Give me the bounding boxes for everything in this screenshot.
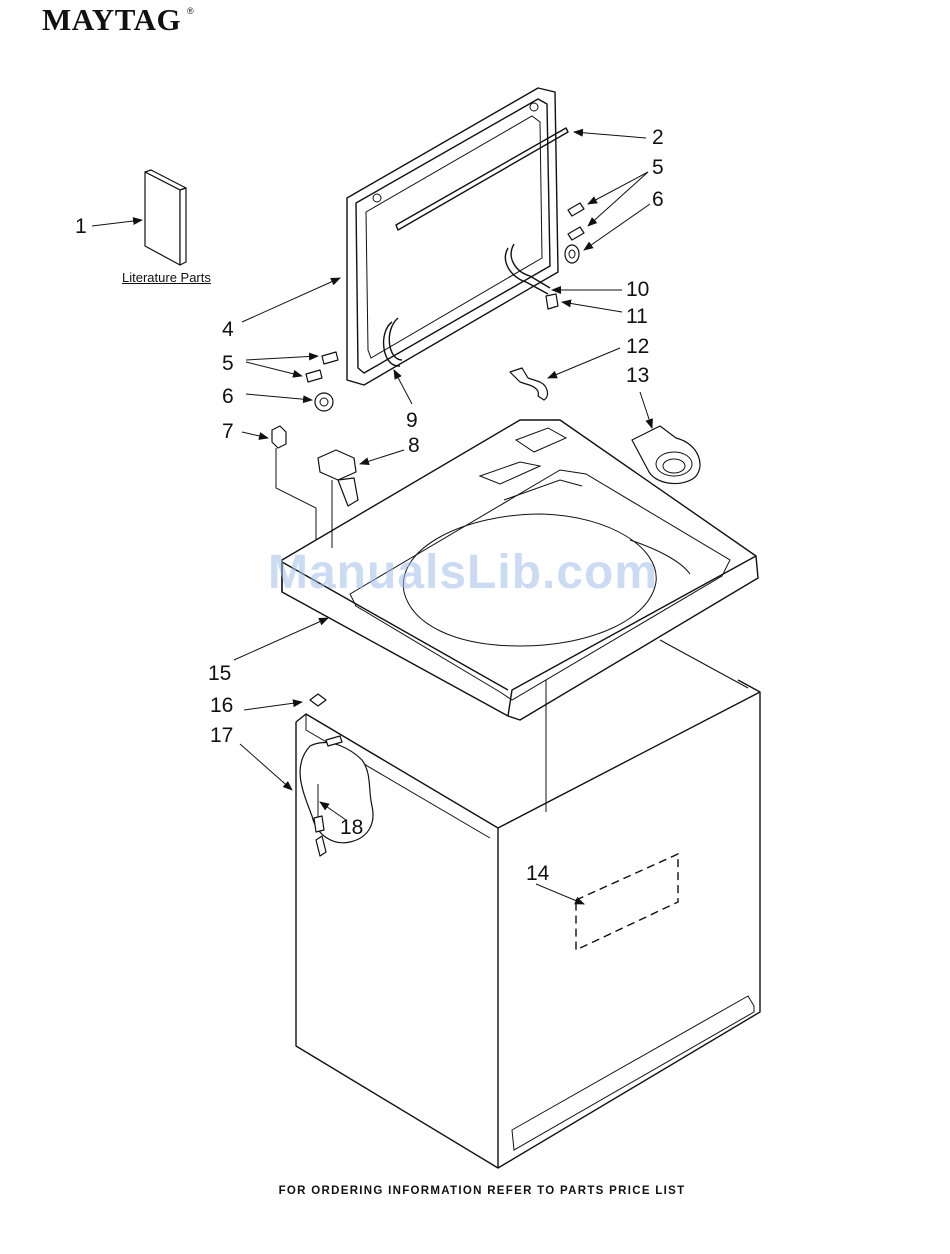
lid-switch-clip: [510, 368, 547, 400]
literature-booklet: [145, 170, 186, 265]
callout-11: 11: [626, 305, 648, 328]
callout-17: 17: [210, 724, 233, 747]
callout-9: 9: [406, 409, 418, 432]
callout-18: 18: [340, 816, 363, 839]
callout-7: 7: [222, 420, 234, 443]
washer-cabinet: [296, 640, 760, 1168]
literature-parts-label: Literature Parts: [122, 270, 211, 285]
callout-13: 13: [626, 364, 649, 387]
callout-5-upper: 5: [652, 156, 664, 179]
callout-16: 16: [210, 694, 233, 717]
footer-note: FOR ORDERING INFORMATION REFER TO PARTS …: [0, 1185, 950, 1197]
callout-1: 1: [75, 215, 87, 238]
callout-15: 15: [208, 662, 231, 685]
callout-8: 8: [408, 434, 420, 457]
callout-5-lower: 5: [222, 352, 234, 375]
bleach-dispenser: [632, 426, 700, 484]
callout-4: 4: [222, 318, 234, 341]
callout-6-upper: 6: [652, 188, 664, 211]
callout-10: 10: [626, 278, 649, 301]
watermark: ManualsLib.com: [268, 545, 658, 600]
lid-frame: [347, 88, 568, 385]
callout-14: 14: [526, 862, 550, 885]
callout-12: 12: [626, 335, 649, 358]
callout-2: 2: [652, 126, 664, 149]
lid-switch: [272, 426, 358, 548]
callout-6-lower: 6: [222, 385, 234, 408]
